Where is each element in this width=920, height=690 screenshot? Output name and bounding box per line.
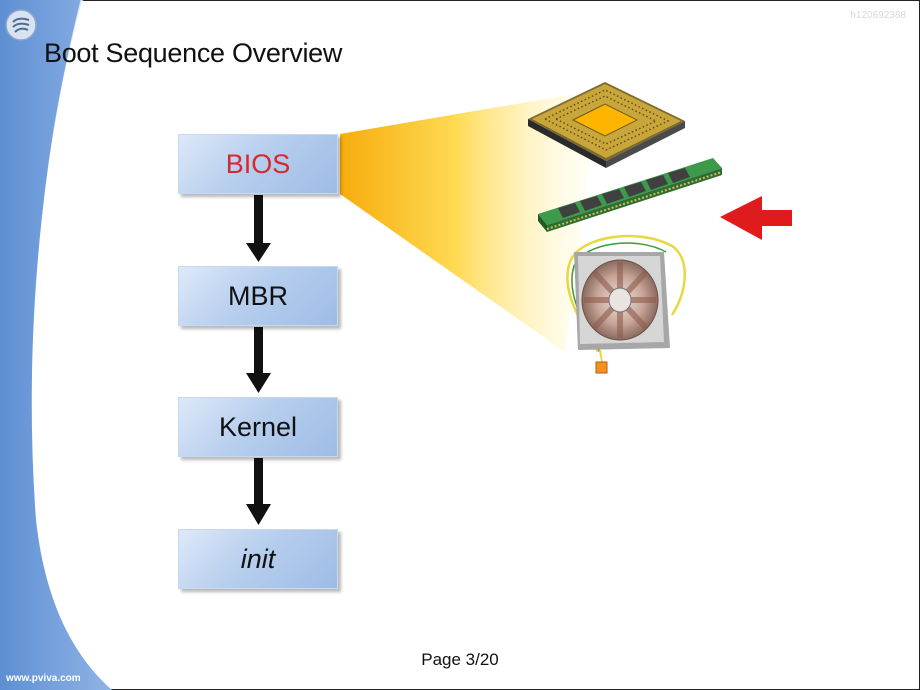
flow-arrow-icon xyxy=(246,458,271,525)
flow-step-kernel: Kernel xyxy=(178,397,338,457)
flow-arrow-icon xyxy=(246,195,271,262)
cpu-chip-icon xyxy=(528,82,685,168)
flow-step-init: init xyxy=(178,529,338,589)
flow-arrow-icon xyxy=(246,327,271,393)
highlight-beam xyxy=(340,90,598,352)
presentation-logo-icon[interactable] xyxy=(4,8,38,42)
slide-title: Boot Sequence Overview xyxy=(44,38,343,68)
watermark: h120692388 xyxy=(850,10,906,21)
hard-disk-icon xyxy=(566,234,686,374)
flow-step-bios: BIOS xyxy=(178,134,338,194)
page-number: Page 3/20 xyxy=(421,650,499,669)
ram-module-icon xyxy=(538,158,723,232)
side-band xyxy=(0,0,112,690)
red-arrow-icon xyxy=(720,196,792,240)
brand-logo[interactable]: www.pviva.com xyxy=(6,673,81,684)
flow-step-mbr: MBR xyxy=(178,266,338,326)
flow-arrows xyxy=(246,195,271,525)
